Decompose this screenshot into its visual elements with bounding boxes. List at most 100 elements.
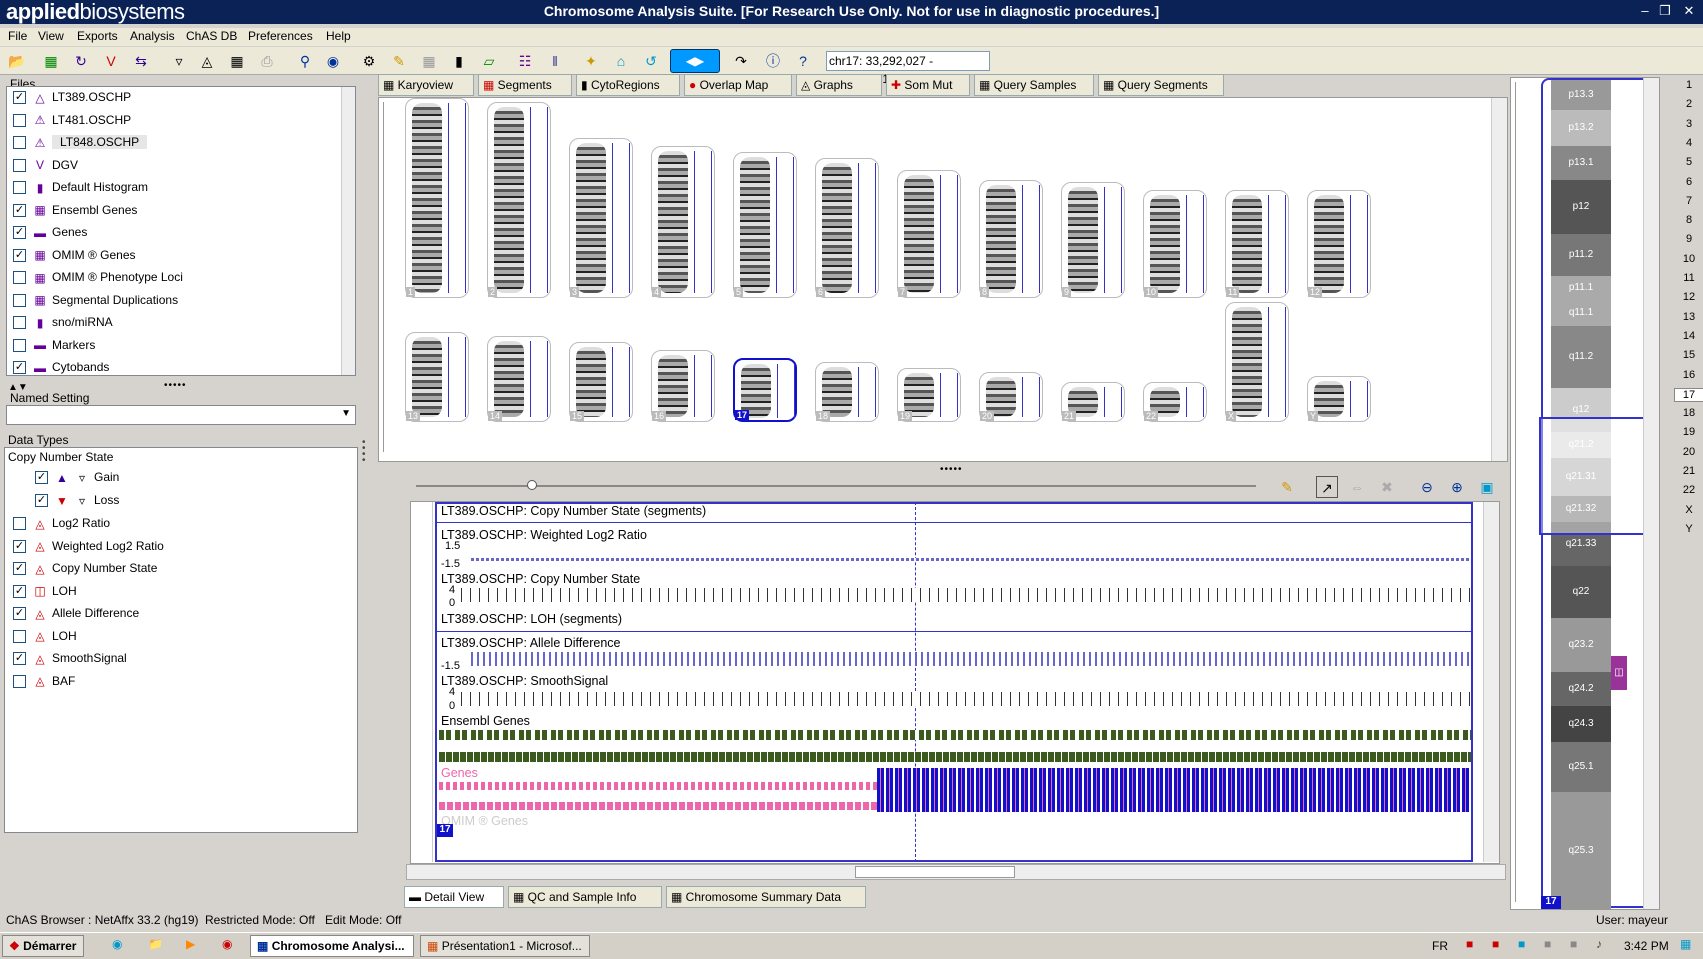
file-checkbox[interactable]	[13, 271, 26, 285]
chromosome-list-item[interactable]: 4	[1685, 136, 1693, 149]
location-input[interactable]: chr17: 33,292,027 - 45,632,831	[826, 51, 990, 86]
loss-row[interactable]: ✓▼▿Loss	[35, 493, 119, 517]
export-doc-icon[interactable]: ↷	[735, 53, 747, 69]
close-button[interactable]: ✕	[1683, 3, 1695, 18]
file-checkbox[interactable]	[13, 113, 26, 127]
gain-checkbox[interactable]: ✓	[35, 471, 48, 485]
file-row[interactable]: ✓▬Cytobands	[13, 360, 109, 375]
tab-segments[interactable]: ▦ Segments	[478, 74, 572, 96]
data-type-row[interactable]: ✓◬Allele Difference	[13, 606, 139, 630]
zoom-icon[interactable]: ⚲	[299, 53, 311, 69]
file-checkbox[interactable]	[13, 338, 26, 352]
karyo-chromosome[interactable]: 5	[733, 152, 797, 298]
karyo-chromosome[interactable]: 1	[405, 98, 469, 298]
language-indicator[interactable]: FR	[1432, 939, 1448, 953]
chromosome-list-item[interactable]: 22	[1682, 484, 1696, 497]
fit-icon[interactable]: ▣	[1480, 479, 1494, 495]
tray-icon[interactable]: ■	[1570, 937, 1578, 951]
tab-graphs[interactable]: ◬ Graphs	[796, 74, 882, 96]
data-type-checkbox[interactable]: ✓	[13, 652, 26, 666]
file-row[interactable]: ▦OMIM ® Phenotype Loci	[13, 270, 183, 294]
dgv-icon[interactable]: V	[106, 53, 116, 69]
file-checkbox[interactable]	[13, 158, 26, 172]
chromosome-list-item[interactable]: 10	[1682, 252, 1696, 265]
tray-icon[interactable]: ■	[1518, 937, 1526, 951]
detail-edit-icon[interactable]: ✎	[1281, 479, 1293, 495]
open-folder-icon[interactable]: 📂	[8, 53, 26, 69]
menu-file[interactable]: File	[8, 29, 28, 43]
chromosome-list-item[interactable]: 19	[1682, 426, 1696, 439]
data-type-checkbox[interactable]: ✓	[13, 562, 26, 576]
scroll-thumb[interactable]	[855, 866, 1015, 878]
chromosome-list-item[interactable]: 11	[1683, 272, 1695, 284]
zoom-out-icon[interactable]: ⊖	[1421, 479, 1433, 495]
karyo-chromosome[interactable]: 14	[487, 336, 551, 422]
file-row[interactable]: ▬Markers	[13, 338, 95, 362]
karyo-chromosome[interactable]: 15	[569, 342, 633, 422]
print-icon[interactable]: ⎙	[261, 53, 273, 69]
karyo-chromosome[interactable]: 7	[897, 170, 961, 298]
file-checkbox[interactable]: ✓	[13, 226, 26, 240]
file-row[interactable]: ▦Segmental Duplications	[13, 293, 178, 317]
chart-icon[interactable]: ◬	[201, 53, 213, 69]
sync-icon[interactable]: ⇆	[135, 53, 147, 69]
tab-cytoregions[interactable]: ▮ CytoRegions	[576, 74, 680, 96]
pointer-icon[interactable]: ↗	[1316, 476, 1338, 498]
chromosome-list-item[interactable]: 16	[1682, 368, 1696, 381]
menu-chas-db[interactable]: ChAS DB	[186, 29, 238, 43]
karyo-chromosome[interactable]: 6	[815, 158, 879, 298]
files-scrollbar[interactable]	[341, 87, 355, 375]
karyo-chromosome[interactable]: 10	[1143, 190, 1207, 298]
split-icon[interactable]: ‖	[552, 53, 558, 69]
menu-analysis[interactable]: Analysis	[130, 29, 175, 43]
restore-button[interactable]: ❐	[1659, 3, 1671, 18]
menu-help[interactable]: Help	[326, 29, 351, 43]
file-checkbox[interactable]	[13, 136, 26, 150]
chrome-icon[interactable]: ◉	[222, 937, 233, 951]
table-icon[interactable]: ▦	[230, 53, 244, 69]
karyo-chromosome[interactable]: 21	[1061, 382, 1125, 422]
vertical-splitter[interactable]: ••••	[362, 437, 366, 466]
data-type-checkbox[interactable]: ✓	[13, 539, 26, 553]
chromosome-list-item[interactable]: 17	[1674, 387, 1703, 402]
info-icon[interactable]: ⓘ	[766, 53, 780, 69]
tab-detail-view[interactable]: ▬ Detail View	[404, 886, 504, 908]
chromosome-list-item[interactable]: 15	[1682, 349, 1696, 362]
zoom-slider[interactable]	[416, 485, 1256, 487]
help-icon[interactable]: ?	[799, 53, 807, 69]
named-setting-select[interactable]: ▼	[6, 405, 356, 425]
chromosome-list-item[interactable]: X	[1685, 503, 1693, 516]
pan-left-icon[interactable]: ⇔	[1350, 479, 1364, 495]
menu-view[interactable]: View	[38, 29, 64, 43]
desktop-icon[interactable]: ▦	[1680, 937, 1692, 951]
marker-icon[interactable]: ▮	[455, 53, 463, 69]
chromosome-list-item[interactable]: Y	[1685, 522, 1693, 535]
file-row[interactable]: ⚠LT481.OSCHP	[13, 113, 131, 137]
data-type-checkbox[interactable]	[13, 629, 26, 643]
reload-icon[interactable]: ↺	[645, 53, 657, 69]
loss-checkbox[interactable]: ✓	[35, 494, 48, 508]
detail-scrollbar[interactable]	[1483, 502, 1499, 862]
tab-chromosome-summary[interactable]: ▦ Chromosome Summary Data	[666, 886, 866, 908]
karyo-zoom-slider[interactable]	[383, 102, 393, 452]
collapse-icon[interactable]: ▲▼	[8, 382, 28, 393]
task-chromosome-analysis[interactable]: ▦ Chromosome Analysi...	[250, 935, 414, 957]
start-button[interactable]: ❖ Démarrer	[2, 935, 84, 957]
file-row[interactable]: ⚠LT848.OSCHP	[13, 135, 148, 159]
karyo-chromosome[interactable]: Y	[1307, 376, 1371, 422]
grid-icon[interactable]: ▦	[422, 53, 436, 69]
karyo-chromosome[interactable]: 22	[1143, 382, 1207, 422]
karyo-chromosome[interactable]: 11	[1225, 190, 1289, 298]
chromosome-list-item[interactable]: 3	[1685, 117, 1693, 130]
chromosome-list-item[interactable]: 7	[1685, 194, 1693, 207]
tray-icon[interactable]: ■	[1492, 937, 1500, 951]
tab-query-segments[interactable]: ▦ Query Segments	[1098, 74, 1224, 96]
detail-horizontal-scrollbar[interactable]	[406, 864, 1506, 880]
chromosome-list-item[interactable]: 12	[1682, 291, 1696, 304]
file-row[interactable]: ✓△LT389.OSCHP	[13, 90, 131, 114]
pan-right-icon[interactable]: ✖	[1381, 479, 1393, 495]
data-type-checkbox[interactable]	[13, 674, 26, 688]
navigate-arrows-icon[interactable]: ◀▶	[670, 49, 720, 73]
filter-icon[interactable]: ▿	[175, 53, 183, 69]
explorer-icon[interactable]: 📁	[148, 937, 163, 951]
